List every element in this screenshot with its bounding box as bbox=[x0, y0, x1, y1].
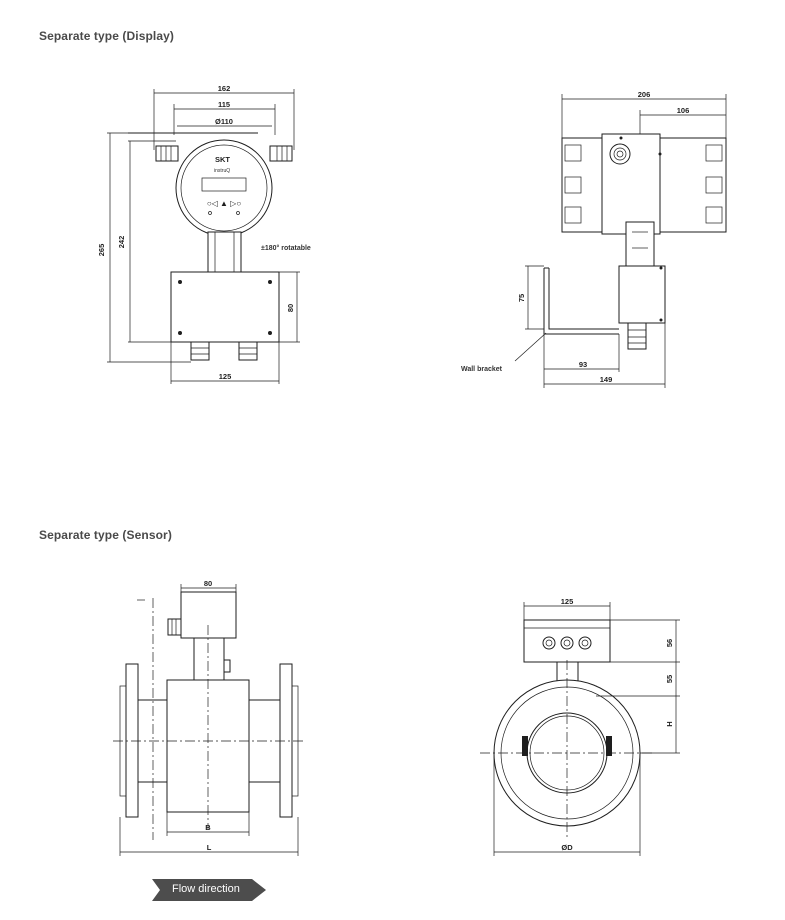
dim-162: 162 bbox=[218, 84, 231, 93]
dim-80: 80 bbox=[286, 304, 295, 312]
dim-dia-110: Ø110 bbox=[215, 117, 233, 126]
flow-direction-label: Flow direction bbox=[172, 883, 240, 895]
dim-125: 125 bbox=[219, 372, 232, 381]
dim-80-sensor: 80 bbox=[204, 579, 212, 588]
dim-75: 75 bbox=[517, 294, 526, 302]
dim-206: 206 bbox=[638, 90, 651, 99]
display-front-view: 162 115 Ø110 SKT instruQ ○◁ ▲ ▷○ ±180° r… bbox=[97, 84, 311, 384]
brand-sub: instruQ bbox=[214, 168, 230, 174]
dim-265: 265 bbox=[97, 244, 106, 257]
dim-149: 149 bbox=[600, 375, 613, 384]
dim-56: 56 bbox=[665, 639, 674, 647]
heading-sensor: Separate type (Sensor) bbox=[39, 528, 172, 542]
dim-125-sensor: 125 bbox=[561, 597, 574, 606]
heading-display: Separate type (Display) bbox=[39, 29, 175, 43]
display-side-view: 206 106 bbox=[461, 90, 727, 388]
dim-B: B bbox=[205, 823, 211, 832]
flow-direction-arrow bbox=[152, 879, 266, 901]
dim-115: 115 bbox=[218, 100, 230, 109]
wall-bracket-label: Wall bracket bbox=[461, 366, 503, 373]
dim-D: ØD bbox=[561, 843, 573, 852]
sensor-side-view: 80 B L bbox=[113, 579, 305, 856]
sensor-front-view: 125 56 55 H ØD bbox=[480, 597, 680, 856]
keypad-glyphs: ○◁ ▲ ▷○ bbox=[207, 199, 242, 208]
brand-mark: SKT bbox=[215, 155, 230, 164]
rotatable-note: ±180° rotatable bbox=[261, 244, 311, 252]
dim-L: L bbox=[207, 843, 212, 852]
dim-242: 242 bbox=[117, 236, 126, 249]
dim-106: 106 bbox=[677, 106, 690, 115]
dim-H: H bbox=[665, 721, 674, 726]
dim-93: 93 bbox=[579, 360, 587, 369]
dim-55: 55 bbox=[665, 675, 674, 683]
